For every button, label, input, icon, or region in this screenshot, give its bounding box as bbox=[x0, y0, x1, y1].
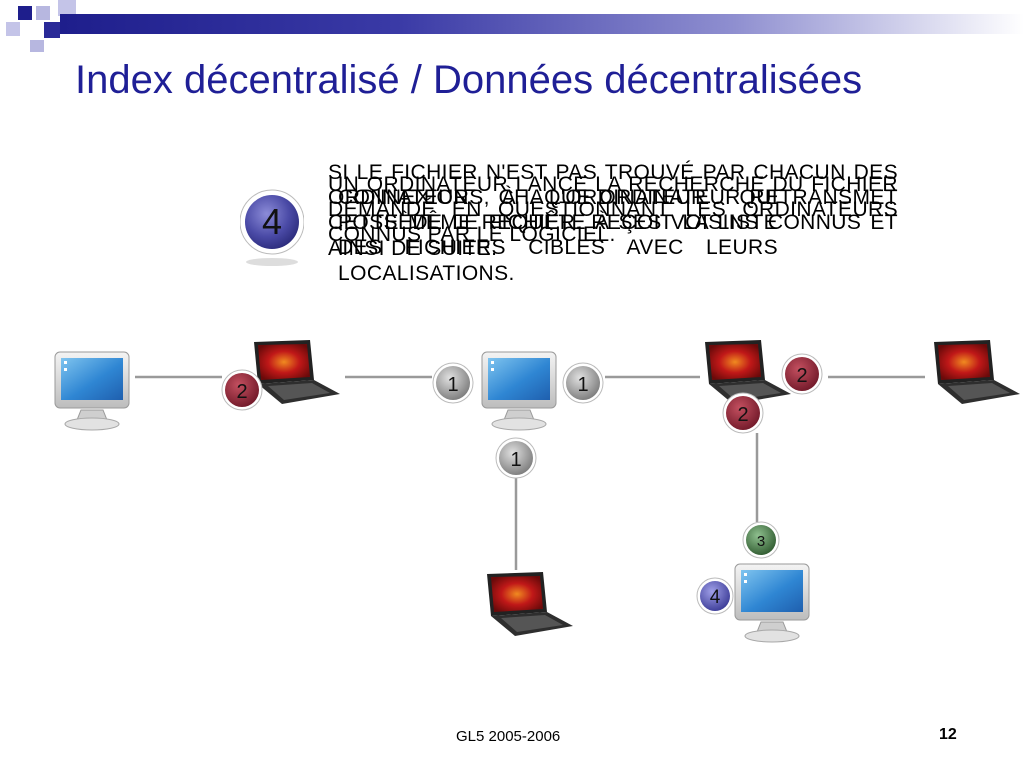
svg-text:1: 1 bbox=[577, 374, 588, 396]
desktop-computer-target bbox=[734, 563, 810, 643]
slide-title: Index décentralisé / Données décentralis… bbox=[75, 58, 863, 102]
overlay-text-search: Un ordinateur lance la recherche du fich… bbox=[328, 173, 898, 247]
svg-text:3: 3 bbox=[757, 533, 765, 550]
svg-text:1: 1 bbox=[510, 449, 521, 471]
overlay-text-propagation: Si le fichier n'est pas trouvé par chacu… bbox=[328, 161, 898, 260]
svg-text:4: 4 bbox=[710, 587, 721, 608]
badge-step-2-right: 2 bbox=[781, 353, 823, 395]
footer-course-label: GL5 2005-2006 bbox=[456, 728, 561, 745]
svg-text:2: 2 bbox=[236, 381, 247, 403]
page-number: 12 bbox=[939, 726, 957, 743]
overlay-text-connection: Connexion à l'ordinateur qui possède le … bbox=[338, 186, 778, 285]
svg-text:1: 1 bbox=[447, 374, 458, 396]
deco-square-navy bbox=[44, 22, 60, 38]
badge-step-4: 4 bbox=[696, 577, 734, 615]
laptop-far-right bbox=[934, 340, 1020, 404]
badge-step-2-left: 2 bbox=[221, 369, 263, 411]
badge-step-1-center-down: 1 bbox=[495, 437, 537, 479]
header-gradient-bar bbox=[60, 14, 1024, 34]
badge-step-1-center-left: 1 bbox=[432, 362, 474, 404]
desktop-computer-left bbox=[54, 351, 130, 431]
badge-step-2-down: 2 bbox=[722, 392, 764, 434]
deco-square-light bbox=[6, 22, 20, 36]
svg-text:2: 2 bbox=[737, 404, 748, 426]
step-badge-large-label: 4 bbox=[262, 201, 282, 242]
deco-square-light bbox=[30, 40, 44, 52]
deco-square-navy bbox=[18, 6, 32, 20]
deco-square-light bbox=[36, 6, 50, 20]
badge-step-1-center-right: 1 bbox=[562, 362, 604, 404]
desktop-computer-center bbox=[481, 351, 557, 431]
badge-step-3: 3 bbox=[742, 521, 780, 559]
svg-text:2: 2 bbox=[796, 365, 807, 387]
deco-square-light bbox=[58, 0, 76, 16]
laptop-left bbox=[254, 340, 340, 404]
laptop-bottom bbox=[487, 572, 573, 636]
step-badge-large: 4 bbox=[240, 189, 304, 266]
